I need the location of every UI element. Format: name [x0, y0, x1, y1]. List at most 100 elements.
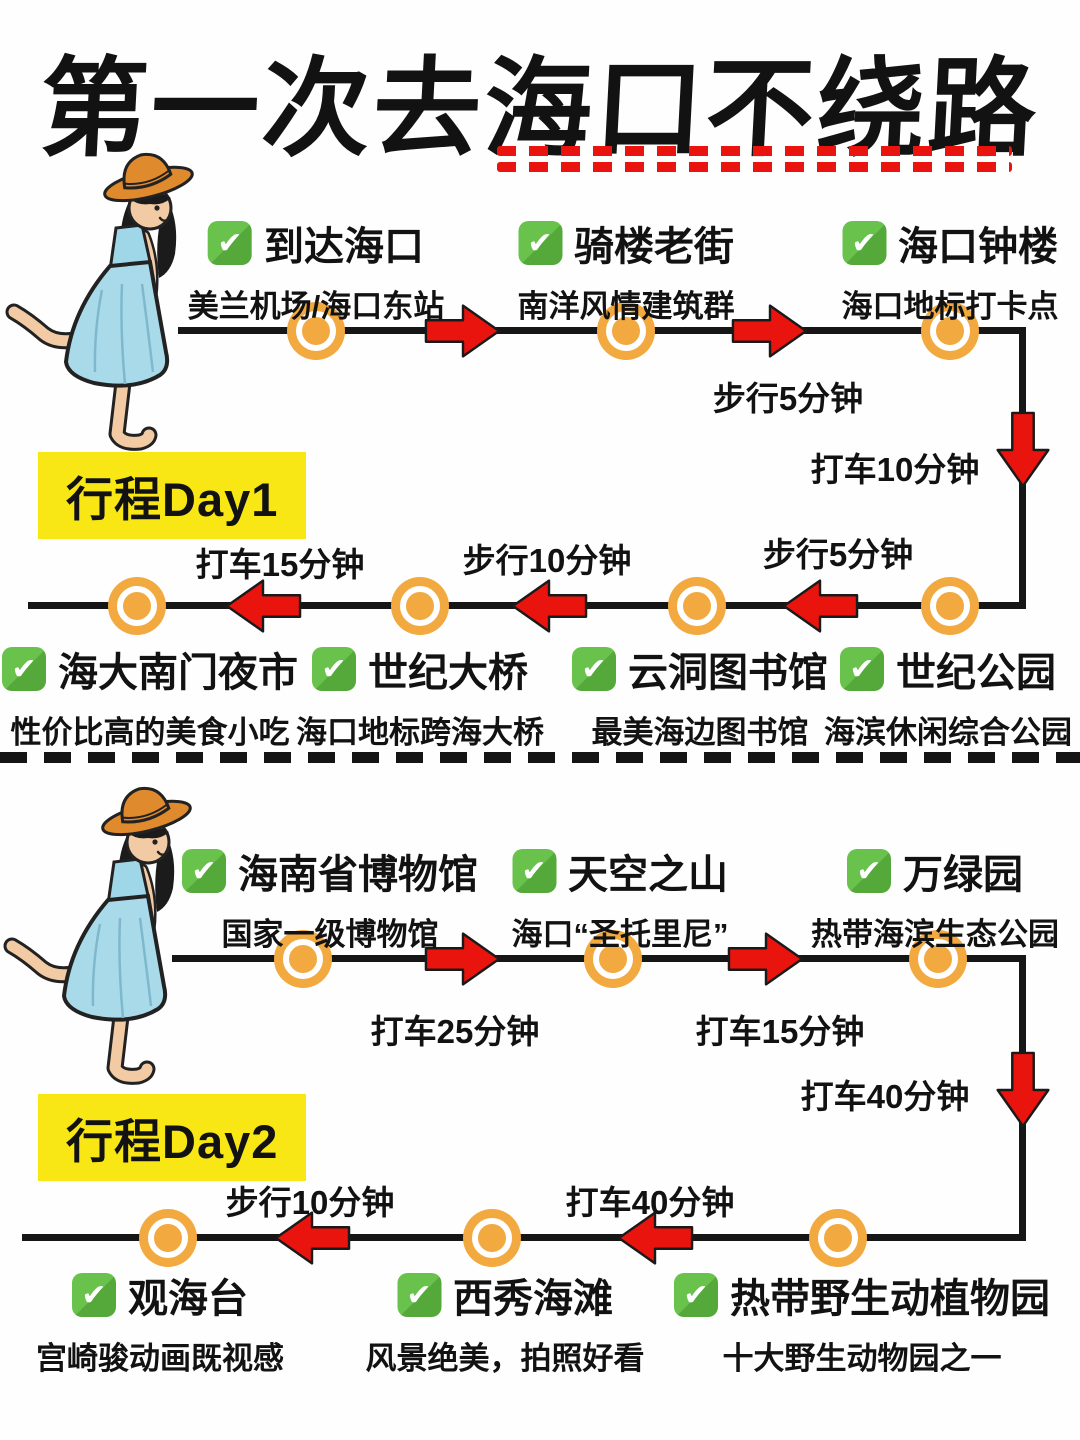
arrow-left-icon: [511, 579, 588, 633]
stop-museum: ✔ 海南省博物馆 国家一级博物馆: [182, 842, 478, 954]
check-icon: ✔: [518, 221, 562, 265]
stop-name: 观海台: [128, 1277, 248, 1321]
stop-bridge: ✔世纪大桥 海口地标跨海大桥: [296, 640, 544, 752]
stop-skymountain: ✔ 天空之山 海口“圣托里尼”: [512, 842, 729, 954]
transit-label: 打车40分钟: [565, 1184, 735, 1221]
node-day1-library: [668, 577, 726, 635]
node-day2-zoo: [809, 1209, 867, 1267]
stop-desc: 海滨休闲综合公园: [824, 715, 1072, 750]
node-day2-xixiu: [463, 1209, 521, 1267]
stop-library: ✔ 云洞图书馆 最美海边图书馆: [572, 640, 828, 752]
node-core: [930, 586, 970, 626]
transit-label: 打车15分钟: [195, 546, 365, 583]
title-underline-top: [497, 146, 1012, 156]
day2-route-line-bottom: [22, 1234, 1026, 1241]
node-core: [606, 311, 646, 351]
stop-name: 到达海口: [264, 225, 424, 269]
check-icon: ✔: [842, 221, 886, 265]
node-core: [283, 939, 323, 979]
stop-belltower: ✔ 海口钟楼 海口地标打卡点: [842, 214, 1059, 326]
stop-nightmarket: ✔海大南门夜市 性价比高的美食小吃: [2, 640, 298, 752]
stop-centurypark: ✔ 世纪公园 海滨休闲综合公园: [824, 640, 1072, 752]
stop-name: 万绿园: [903, 853, 1023, 897]
node-core: [148, 1218, 188, 1258]
check-icon: ✔: [674, 1273, 718, 1317]
stop-name: 海南省博物馆: [238, 853, 478, 897]
stop-name: 骑楼老街: [574, 225, 734, 269]
node-core: [472, 1218, 512, 1258]
transit-label: 步行5分钟: [712, 380, 864, 417]
day2-badge: 行程Day2: [38, 1094, 307, 1181]
node-day1-bridge: [391, 577, 449, 635]
arrow-down-icon: [996, 1051, 1050, 1128]
stop-name: 海口钟楼: [898, 225, 1058, 269]
check-icon: ✔: [397, 1273, 441, 1317]
transit-label: 步行10分钟: [225, 1184, 395, 1221]
node-core: [400, 586, 440, 626]
stop-desc: 南洋风情建筑群: [517, 289, 735, 324]
stop-wanlv: ✔ 万绿园 热带海滨生态公园: [811, 842, 1059, 954]
stop-desc: 美兰机场/海口东站: [187, 289, 445, 324]
transit-label: 打车40分钟: [800, 1078, 970, 1115]
check-icon: ✔: [512, 849, 556, 893]
node-core: [930, 311, 970, 351]
check-icon: ✔: [2, 647, 46, 691]
check-icon: ✔: [208, 221, 252, 265]
arrow-right-icon: [727, 932, 804, 986]
node-day2-wanlv: [909, 930, 967, 988]
girl-illustration-day1: [2, 148, 202, 478]
stop-desc: 最美海边图书馆: [591, 715, 809, 750]
day1-badge: 行程Day1: [38, 452, 307, 539]
stop-desc: 海口地标打卡点: [841, 289, 1059, 324]
stop-name: 世纪公园: [896, 651, 1056, 695]
node-core: [677, 586, 717, 626]
stop-name: 西秀海滩: [453, 1277, 613, 1321]
stop-name: 云洞图书馆: [628, 651, 828, 695]
node-day2-seaview: [139, 1209, 197, 1267]
check-icon: ✔: [840, 647, 884, 691]
arrow-left-icon: [782, 579, 859, 633]
stop-desc: 宫崎骏动画既视感: [36, 1341, 284, 1376]
stop-name: 世纪大桥: [368, 651, 528, 695]
check-icon: ✔: [572, 647, 616, 691]
stop-desc: 十大野生动物园之一: [722, 1341, 1002, 1376]
section-divider: [0, 752, 1080, 763]
node-day1-centurypark: [921, 577, 979, 635]
node-core: [117, 586, 157, 626]
transit-label: 打车10分钟: [810, 451, 980, 488]
check-icon: ✔: [72, 1273, 116, 1317]
node-day1-qilou: [597, 302, 655, 360]
check-icon: ✔: [182, 849, 226, 893]
transit-label: 步行10分钟: [462, 542, 632, 579]
node-day2-skymountain: [584, 930, 642, 988]
transit-label: 打车25分钟: [370, 1013, 540, 1050]
check-icon: ✔: [312, 647, 356, 691]
stop-desc: 国家一级博物馆: [221, 917, 439, 952]
stop-arrival: ✔ 到达海口 美兰机场/海口东站: [187, 214, 445, 326]
check-icon: ✔: [847, 849, 891, 893]
node-core: [818, 1218, 858, 1258]
title-underline-bottom: [497, 162, 1012, 172]
node-core: [593, 939, 633, 979]
stop-seaview: ✔ 观海台 宫崎骏动画既视感: [36, 1266, 284, 1378]
node-day1-belltower: [921, 302, 979, 360]
transit-label: 步行5分钟: [762, 536, 914, 573]
arrow-right-icon: [731, 304, 808, 358]
node-core: [296, 311, 336, 351]
stop-zoo: ✔ 热带野生动植物园 十大野生动物园之一: [674, 1266, 1050, 1378]
stop-xixiu: ✔ 西秀海滩 风景绝美，拍照好看: [366, 1266, 645, 1378]
transit-label: 打车15分钟: [695, 1013, 865, 1050]
girl-illustration-day2: [0, 782, 200, 1112]
node-day1-arrival: [287, 302, 345, 360]
node-core: [918, 939, 958, 979]
node-day1-nightmarket: [108, 577, 166, 635]
node-day2-museum: [274, 930, 332, 988]
stop-name: 天空之山: [568, 853, 728, 897]
stop-desc: 海口“圣托里尼”: [511, 917, 729, 952]
stop-desc: 风景绝美，拍照好看: [365, 1341, 645, 1376]
stop-desc: 性价比高的美食小吃: [10, 715, 290, 750]
stop-name: 热带野生动植物园: [730, 1277, 1050, 1321]
stop-desc: 热带海滨生态公园: [811, 917, 1059, 952]
stop-qilou: ✔ 骑楼老街 南洋风情建筑群: [518, 214, 735, 326]
